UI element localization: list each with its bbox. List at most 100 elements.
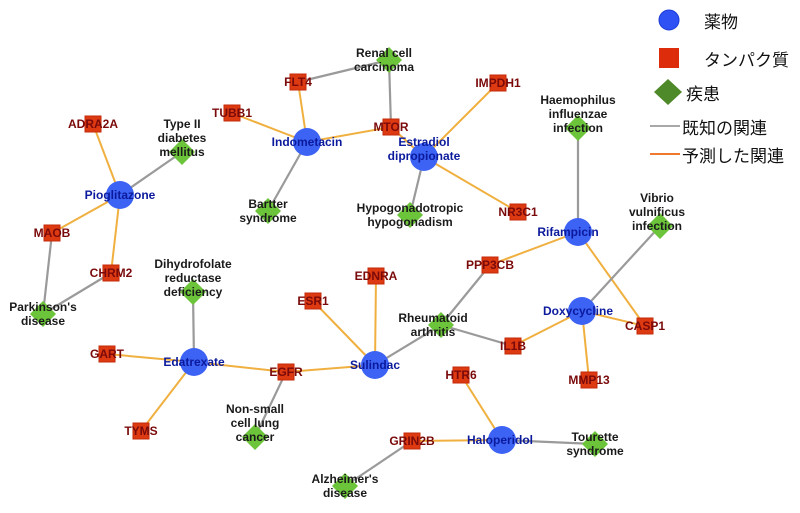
protein-label-grin2b: GRIN2B [389, 434, 435, 448]
disease-node-nsclc[interactable] [242, 424, 268, 450]
drug-label-haloperidol: Haloperidol [467, 433, 533, 447]
known-line-icon [650, 125, 680, 127]
drug-node-pioglitazone[interactable] [106, 181, 134, 209]
known-edge-haloperidol-tourette [501, 438, 596, 446]
protein-node-mtor[interactable] [382, 118, 400, 136]
drug-node-indometacin[interactable] [293, 128, 321, 156]
known-edge-il1b-ra [440, 323, 514, 348]
disease-node-hypogonad[interactable] [397, 202, 423, 228]
predicted-line-icon [650, 153, 680, 155]
protein-node-ednra[interactable] [367, 267, 385, 285]
protein-label-nr3c1: NR3C1 [498, 205, 538, 219]
protein-label-adra2a: ADRA2A [68, 117, 118, 131]
drug-node-sulindac[interactable] [361, 351, 389, 379]
protein-node-maob[interactable] [43, 224, 61, 242]
protein-node-nr3c1[interactable] [509, 203, 527, 221]
predicted-edge-indometacin-mtor [306, 126, 392, 143]
disease-node-tourette[interactable] [582, 431, 608, 457]
protein-node-adra2a[interactable] [84, 115, 102, 133]
drug-node-haloperidol[interactable] [488, 426, 516, 454]
protein-node-grin2b[interactable] [403, 432, 421, 450]
edges-layer [41, 58, 661, 487]
predicted-edge-sulindac-ednra [374, 275, 377, 366]
known-edge-flt4-renal [297, 58, 390, 84]
predicted-edge-rifampicin-ppp3cb [489, 231, 579, 266]
disease-node-dhfr[interactable] [180, 279, 206, 305]
protein-label-gart: GART [90, 347, 125, 361]
known-edge-doxycycline-vibrio [581, 225, 661, 312]
protein-node-htr6[interactable] [452, 366, 470, 384]
known-edge-chrm2-parkinson [42, 272, 112, 315]
predicted-edge-edatrexate-egfr [193, 361, 287, 373]
legend-label-drug: 薬物 [704, 12, 738, 33]
protein-node-ppp3cb[interactable] [481, 256, 499, 274]
disease-node-renal[interactable] [376, 47, 402, 73]
protein-node-mmp13[interactable] [580, 371, 598, 389]
disease-node-ra[interactable] [428, 312, 454, 338]
protein-label-mmp13: MMP13 [568, 373, 610, 387]
protein-label-casp1: CASP1 [625, 319, 665, 333]
legend-label-predicted: 予測した関連 [682, 146, 784, 167]
legend-item-drug: 薬物 [650, 6, 738, 34]
protein-node-flt4[interactable] [289, 73, 307, 91]
known-edge-maob-parkinson [41, 232, 54, 315]
protein-node-esr1[interactable] [304, 292, 322, 310]
disease-node-parkinson[interactable] [30, 301, 56, 327]
protein-label-esr1: ESR1 [297, 294, 329, 308]
legend-item-protein: タンパク質 [650, 44, 789, 72]
predicted-edge-edatrexate-tyms [140, 361, 195, 432]
disease-node-bartter[interactable] [255, 198, 281, 224]
legend: 薬物 タンパク質 疾患 既知の関連 予測した関連 [650, 0, 800, 180]
disease-node-alzheimer[interactable] [332, 473, 358, 499]
protein-label-ednra: EDNRA [355, 269, 398, 283]
protein-node-gart[interactable] [98, 345, 116, 363]
drug-node-rifampicin[interactable] [564, 218, 592, 246]
protein-label-tubb1: TUBB1 [212, 106, 252, 120]
protein-node-chrm2[interactable] [102, 264, 120, 282]
predicted-edge-sulindac-egfr [285, 364, 376, 373]
legend-item-disease: 疾患 [650, 78, 720, 106]
protein-node-egfr[interactable] [277, 363, 295, 381]
protein-node-casp1[interactable] [636, 317, 654, 335]
drug-label-doxycycline: Doxycycline [543, 304, 613, 318]
known-edge-egfr-nsclc [254, 371, 287, 438]
drug-label-indometacin: Indometacin [272, 135, 343, 149]
drug-label-rifampicin: Rifampicin [537, 225, 598, 239]
legend-item-known: 既知の関連 [650, 112, 767, 140]
protein-node-tubb1[interactable] [223, 104, 241, 122]
protein-label-chrm2: CHRM2 [90, 266, 133, 280]
disease-node-vibrio[interactable] [647, 213, 673, 239]
predicted-edge-sulindac-esr1 [312, 300, 376, 366]
legend-label-protein: タンパク質 [704, 50, 789, 71]
protein-label-htr6: HTR6 [445, 368, 477, 382]
protein-label-maob: MAOB [34, 226, 71, 240]
drug-node-estradiol[interactable] [410, 143, 438, 171]
legend-label-known: 既知の関連 [682, 118, 767, 139]
protein-node-impdh1[interactable] [489, 74, 507, 92]
disease-node-t2dm[interactable] [169, 139, 195, 165]
known-edge-grin2b-alzheimer [344, 440, 413, 487]
protein-label-il1b: IL1B [500, 339, 526, 353]
drug-label-pioglitazone: Pioglitazone [85, 188, 156, 202]
protein-node-tyms[interactable] [132, 422, 150, 440]
protein-label-ppp3cb: PPP3CB [466, 258, 514, 272]
nodes-layer [30, 47, 673, 499]
protein-node-il1b[interactable] [504, 337, 522, 355]
disease-node-haemophilus[interactable] [565, 115, 591, 141]
drug-node-edatrexate[interactable] [180, 348, 208, 376]
drug-node-doxycycline[interactable] [568, 297, 596, 325]
